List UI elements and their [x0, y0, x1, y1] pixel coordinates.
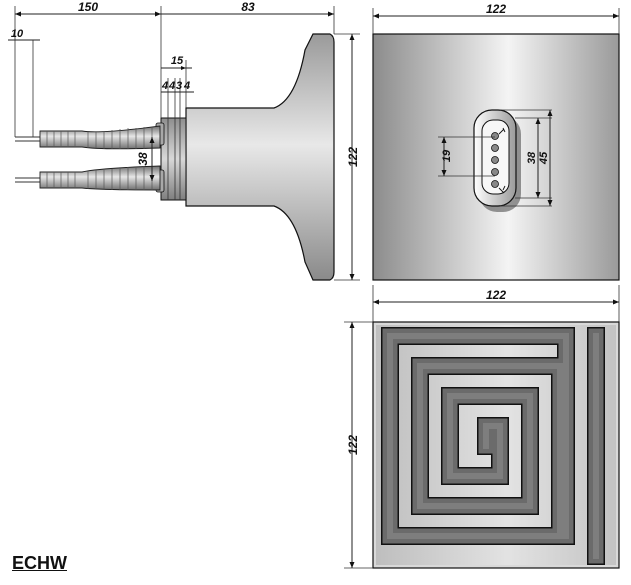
dim-plug-outer: 45: [538, 151, 550, 165]
pin-3: [491, 156, 499, 164]
model-label: ECHW: [12, 553, 67, 573]
pin-4: [491, 168, 499, 176]
dim-body-depth: 83: [241, 0, 255, 14]
dim-height-bottom: 122: [346, 435, 360, 455]
dim-width-bottom: 122: [486, 288, 506, 302]
side-body: [185, 33, 335, 281]
dim-segment-3: 3: [176, 80, 182, 92]
rear-view: 122 19 38 45: [372, 2, 620, 281]
plug-connector: [473, 109, 521, 212]
dim-segment-2: 4: [168, 80, 175, 92]
dim-lead-spacing: 38: [136, 152, 150, 166]
terminal-block: [160, 117, 187, 201]
dim-segment-4: 4: [183, 80, 190, 92]
lead-bottom: [15, 165, 161, 191]
side-view: 150 83 10 15 4 4 3 4 38 122: [8, 0, 360, 281]
pin-2: [491, 144, 499, 152]
dim-plug-inner: 38: [526, 151, 538, 164]
dim-segment-1: 4: [161, 80, 168, 92]
pin-5: [491, 180, 499, 188]
dim-lead-length: 150: [78, 0, 98, 14]
dim-height-side: 122: [346, 147, 360, 167]
dim-terminal-block: 15: [171, 55, 184, 67]
dim-pin-spacing: 19: [441, 149, 453, 162]
dim-width-top: 122: [486, 2, 506, 16]
lead-top: [15, 125, 161, 150]
pin-1: [491, 132, 499, 140]
emitter-face-view: 122 122: [344, 285, 620, 569]
dim-lead-offset: 10: [11, 28, 24, 40]
